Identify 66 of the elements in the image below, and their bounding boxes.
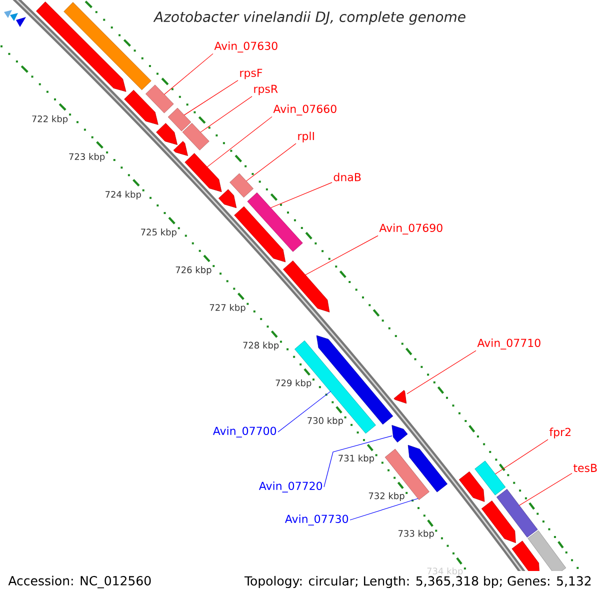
gene-block	[408, 444, 448, 492]
gene-block	[512, 540, 540, 571]
scale-label: 733 kbp	[398, 530, 434, 539]
gene-label: fpr2	[549, 428, 570, 438]
gene-block	[528, 530, 566, 571]
scale-label: 722 kbp	[32, 115, 68, 124]
leader-line	[246, 143, 296, 182]
scale-label: 729 kbp	[276, 379, 312, 388]
gene-label: Avin_07710	[477, 338, 540, 350]
gene-block	[474, 460, 506, 496]
gene-block	[168, 108, 192, 132]
gene-block	[218, 189, 237, 208]
leader-line	[324, 436, 392, 488]
genome-info-text: Topology: circular; Length: 5,365,318 bp; Genes: 5,132	[244, 576, 591, 588]
scale-label: 727 kbp	[210, 304, 246, 313]
gene-label: Avin_07720	[258, 482, 322, 492]
scale-label: 728 kbp	[243, 342, 279, 350]
accession-text: Accession: NC_012560	[8, 576, 151, 588]
gene-block	[36, 2, 126, 92]
scale-label: 724 kbp	[106, 190, 141, 200]
gene-label: Avin_07630	[214, 42, 278, 52]
gene-block	[230, 173, 254, 198]
gene-block	[283, 260, 330, 312]
gene-label: Avin_07660	[273, 104, 336, 116]
scale-label: 723 kbp	[69, 153, 105, 162]
gene-block	[392, 425, 408, 442]
leader-line	[305, 235, 378, 276]
gene-label: dnaB	[334, 172, 361, 182]
leader-line	[206, 116, 272, 168]
gene-block	[64, 2, 152, 90]
gene-block	[384, 448, 430, 500]
leader-line	[200, 96, 252, 132]
leader-line	[278, 391, 331, 432]
title: Azotobacter vinelandii DJ, complete genome	[153, 11, 466, 25]
leader-line	[164, 53, 214, 95]
gene-block	[294, 340, 376, 434]
gene-block	[234, 206, 286, 262]
gene-block	[146, 84, 174, 114]
gene-label: Avin_07690	[379, 224, 442, 234]
leader-line	[519, 473, 572, 506]
leader-line	[350, 498, 418, 520]
leader-line	[270, 182, 332, 208]
gene-label: rpsR	[254, 84, 278, 96]
gene-label: Avin_07730	[284, 514, 348, 526]
scale-label: 731 kbp	[338, 454, 374, 464]
scale-label: 726 kbp	[176, 266, 212, 275]
gene-block	[124, 90, 158, 125]
gene-block	[182, 122, 210, 150]
leader-line	[184, 80, 238, 116]
scale-label: 730 kbp	[308, 416, 343, 426]
gene-block	[184, 153, 222, 192]
gene-block	[156, 123, 178, 145]
gene-label: tesB	[574, 464, 597, 472]
gene-label: Avin_07700	[212, 426, 276, 438]
gene-label: rplI	[298, 132, 314, 142]
scale-label: 725 kbp	[141, 228, 176, 238]
gene-block	[173, 141, 188, 156]
gene-block	[458, 471, 485, 502]
gene-block	[496, 488, 538, 538]
gene-block	[394, 390, 407, 404]
gene-block	[481, 500, 516, 544]
gene-block	[247, 192, 303, 252]
leader-line	[495, 439, 548, 474]
scale-label: 732 kbp	[368, 492, 404, 501]
leader-line	[406, 350, 476, 394]
gene-label: rpsF	[240, 68, 262, 80]
